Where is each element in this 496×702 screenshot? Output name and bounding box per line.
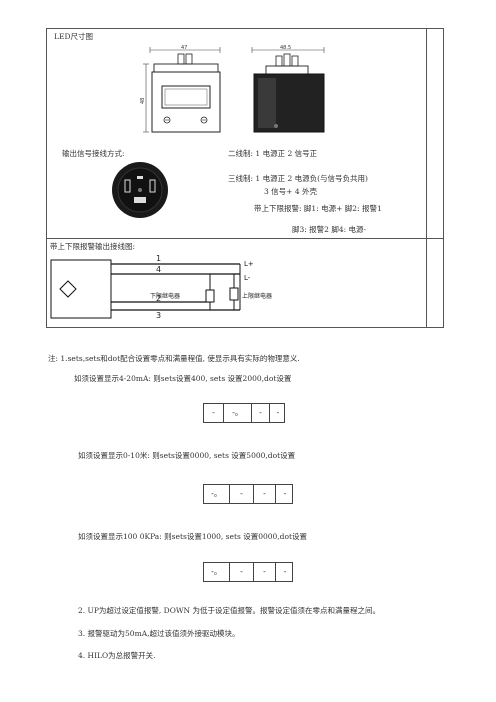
digit-cell: -。 [224,404,252,422]
l-minus-label: L- [244,274,251,282]
note-3: 3. 报警驱动为50mA,超过该值须外接驱动模块。 [78,629,240,638]
wire-label-2: 2 [156,294,161,303]
spec-table-frame [46,28,444,328]
wire-label-3: 3 [156,311,161,320]
alarm-wiring-diagram: 1 4 2 3 L+ L- 下限继电器 上限继电器 [50,254,272,320]
digit-cell: - [283,567,287,576]
digit-cell: - [254,563,276,581]
digit-cell: - [230,563,254,581]
alarm-pin-text-2: 脚3: 报警2 脚4: 电源- [292,225,367,234]
digit-cell: - [230,485,254,503]
example-1-text: 如须设置显示4-20mA: 则sets设置400, sets 设置2000,do… [74,374,292,383]
digit-cell: -。 [204,563,230,581]
two-wire-text: 二线制: 1 电源正 2 信号正 [228,149,318,158]
digit-cell: - [254,485,276,503]
led-front-view-drawing: 47 48 [140,45,221,133]
digit-cell: - [204,404,224,422]
wire-label-1: 1 [156,254,161,263]
connector-pinout-drawing [112,162,168,218]
signal-section-title: 输出信号接线方式: [62,149,125,158]
side-width-dim: 48.5 [280,45,291,51]
example-2-text: 如须设置显示0-10米: 则sets设置0000, sets 设置5000,do… [78,451,296,460]
front-width-dim: 47 [181,45,187,51]
table-row-divider [46,238,444,239]
note-1: 注: 1.sets,sets和dot配合设置零点和满量程值, 使显示具有实际的物… [48,354,300,363]
example-3-text: 如须设置显示100 0KPa: 则sets设置1000, sets 设置0000… [78,532,308,541]
three-wire-text-2: 3 信号+ 4 外壳 [264,187,317,196]
digit-cell: - [276,408,280,417]
alarm-diagram-title: 带上下限报警输出接线图: [50,242,136,251]
table-column-divider [426,28,427,328]
lower-relay-label: 下限继电器 [150,292,180,300]
upper-relay-label: 上限继电器 [242,292,272,300]
dot-setting-box-2: -。 - - - [203,484,293,504]
led-section-title: LED尺寸图 [54,32,93,41]
front-height-dim: 48 [140,98,146,104]
digit-cell: -。 [204,485,230,503]
note-4: 4. HILO为总报警开关. [78,651,156,660]
three-wire-text-1: 三线制: 1 电源正 2 电源负(与信号负共用) [228,174,368,183]
alarm-pin-text-1: 带上下限报警: 脚1: 电源+ 脚2: 报警1 [254,204,382,213]
digit-cell: - [283,489,287,498]
l-plus-label: L+ [244,260,254,268]
led-side-view-drawing: 48.5 [251,45,325,133]
digit-cell: - [252,404,270,422]
note-2: 2. UP为超过设定值报警, DOWN 为低于设定值报警。报警设定值须在零点和满… [78,606,380,615]
dot-setting-box-3: -。 - - - [203,562,293,582]
wire-label-4: 4 [156,265,161,274]
dot-setting-box-1: - -。 - - [203,403,285,423]
